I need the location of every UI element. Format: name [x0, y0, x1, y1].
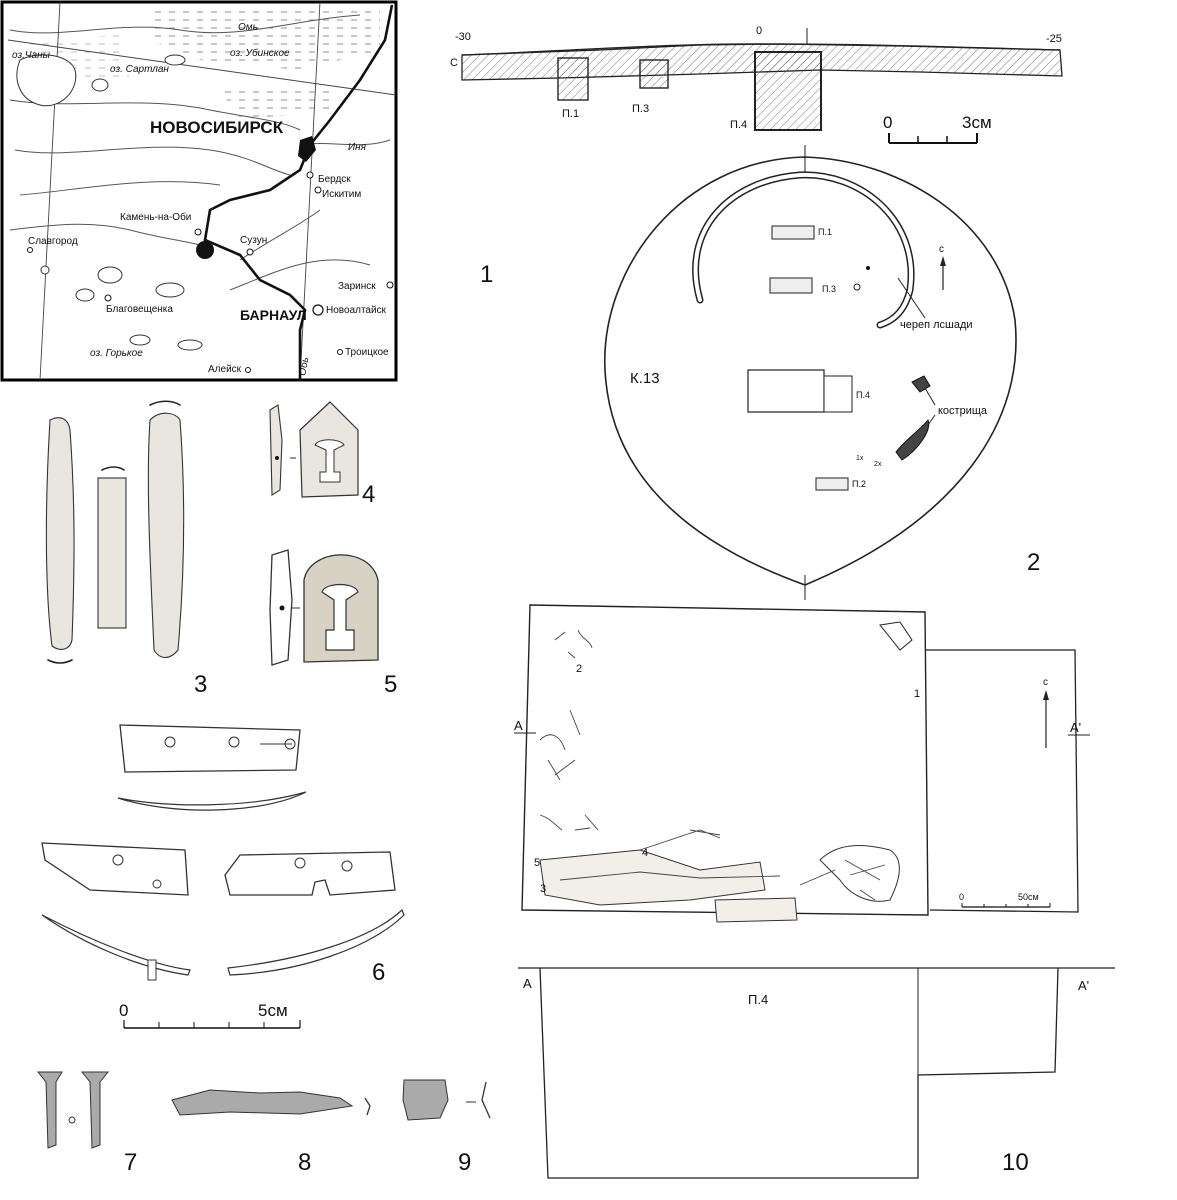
map-label-novoaltaysk: Новоалтайск: [326, 305, 387, 316]
map-label-iskitim: Искитим: [322, 189, 361, 200]
grave-section-a: А: [523, 976, 532, 991]
plan-label-p3: П.3: [822, 284, 836, 294]
map-label-ob: Обь: [296, 356, 311, 376]
profile-pit-p4: П.4: [730, 119, 747, 131]
artifact-5: 5: [269, 549, 397, 698]
plan-label-skull: череп лсшади: [900, 319, 973, 331]
profile-mark-center: 0: [756, 25, 762, 37]
figure-number-10: 10: [1002, 1149, 1029, 1176]
figure-number-3: 3: [194, 671, 207, 698]
grave-section-a-prime: А': [1078, 978, 1089, 993]
profile-scale-zero: 0: [883, 113, 892, 132]
artifact-8: 8: [171, 1089, 371, 1176]
map-label-om: Омь: [238, 22, 258, 33]
figure-number-5: 5: [384, 671, 397, 698]
grave-scale-label: 50см: [1018, 892, 1039, 902]
map-label-berdsk: Бердск: [318, 174, 351, 185]
figure-number-7: 7: [124, 1149, 137, 1176]
grave-plan-section-a: А: [514, 718, 523, 733]
plan-label-p4: П.4: [856, 390, 870, 400]
profile-scale-bar: 0 3см: [883, 113, 992, 144]
map-label-barnaul: БАРНАУЛ: [240, 307, 307, 323]
map-label-gorkoe: оз. Горькое: [90, 348, 143, 359]
profile-mark-left: -30: [455, 31, 471, 43]
map-label-ubinskoe: оз. Убинское: [230, 47, 290, 59]
figure-number-9: 9: [458, 1149, 471, 1176]
map-label-slavgorod: Славгород: [28, 236, 78, 247]
profile-pit-p1: П.1: [562, 108, 579, 120]
plan-marker-1: 1х: [856, 455, 864, 462]
kurgan-profile: -30 0 -25 С П.1 П.3 П.4 0 3см 1: [450, 25, 1063, 288]
artifact-9: 9: [402, 1079, 491, 1176]
grave-north-arrow: с: [1043, 677, 1049, 748]
map-label-novosibirsk: НОВОСИБИРСК: [150, 118, 284, 137]
location-map: НОВОСИБИРСК БАРНАУЛ Бердск Искитим Камен…: [0, 0, 398, 382]
grave-marker-5: 5: [534, 857, 540, 869]
kurgan-plan: П.1 П.3 П.4 П.2 К.13 с череп лсшади кост…: [604, 145, 1040, 600]
artifacts-scale-label: 5см: [258, 1001, 288, 1020]
figure-number-6: 6: [372, 959, 385, 986]
svg-text:с: с: [939, 244, 944, 255]
map-label-suzun: Сузун: [240, 235, 267, 246]
map-label-zarinsk: Заринск: [338, 281, 376, 292]
grave-plan-section-a-prime: А': [1070, 720, 1081, 735]
plan-north-arrow: с: [939, 244, 946, 290]
artifact-3: 3: [45, 400, 207, 698]
plan-label-p1: П.1: [818, 227, 832, 237]
figure-number-2: 2: [1027, 549, 1040, 576]
grave-scale-zero: 0: [959, 892, 964, 902]
figure-number-1: 1: [480, 261, 493, 288]
profile-side-label: С: [450, 57, 458, 69]
grave-marker-4: 4: [642, 847, 648, 859]
artifact-4: 4: [269, 401, 375, 508]
grave-marker-2: 2: [576, 663, 582, 675]
site-dot: [196, 241, 214, 259]
grave-section-pit-label: П.4: [748, 992, 768, 1007]
plan-label-p2: П.2: [852, 479, 866, 489]
grave-marker-3: 3: [540, 883, 546, 895]
figure-number-4: 4: [362, 481, 375, 508]
map-label-aleysk: Алейск: [208, 364, 242, 375]
figure-number-8: 8: [298, 1149, 311, 1176]
artifacts-scale-zero: 0: [119, 1001, 128, 1020]
map-label-chany: оз.Чаны: [12, 50, 51, 61]
svg-text:с: с: [1043, 677, 1048, 688]
grave-section: А А' П.4 10: [518, 967, 1115, 1179]
plan-marker-2: 2х: [874, 461, 882, 468]
artifact-7: 7: [36, 1071, 137, 1176]
artifact-6: 6 0 5см: [41, 724, 405, 1029]
map-label-inya: Иня: [348, 142, 367, 153]
map-label-troitskoe: Троицкое: [345, 347, 389, 358]
artifacts-scale-bar: 0 5см: [119, 1001, 301, 1029]
map-label-sartlan: оз. Сартлан: [110, 64, 169, 75]
map-label-kamen: Камень-на-Оби: [120, 211, 191, 223]
map-label-blagoveshchenka: Благовещенка: [106, 304, 173, 315]
profile-mark-right: -25: [1046, 33, 1062, 45]
grave-scale-bar: 0 50см: [959, 892, 1051, 908]
plan-label-kostrishcha: кострища: [938, 405, 988, 417]
profile-pit-p3: П.3: [632, 103, 649, 115]
grave-plan: А А' с 1 2 3 4 5 0: [514, 604, 1090, 923]
kurgan-name: К.13: [630, 370, 660, 387]
grave-marker-1: 1: [914, 688, 920, 700]
profile-scale-label: 3см: [962, 113, 992, 132]
